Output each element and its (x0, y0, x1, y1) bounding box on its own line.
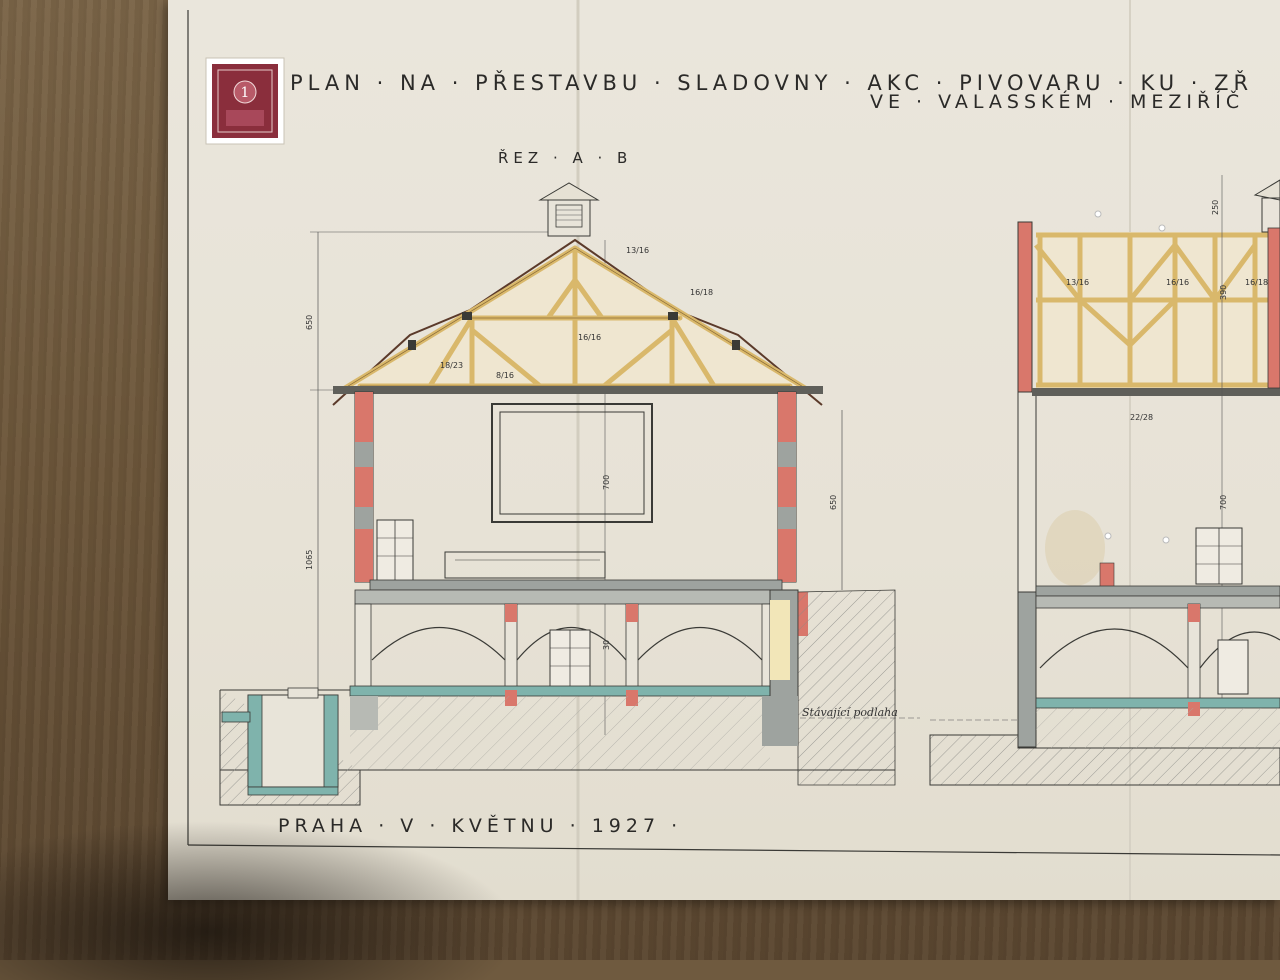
beam-label: 16/18 (1245, 278, 1268, 287)
beam-label: 16/16 (1166, 278, 1189, 287)
dim-base: 30 (602, 640, 611, 650)
beam-label: 16/16 (578, 333, 601, 342)
beam-label: 8/16 (496, 371, 514, 380)
dim-roof-height: 650 (305, 315, 314, 330)
beam-label: 18/23 (440, 361, 463, 370)
plan-title-line-1: PLAN · NA · PŘESTAVBU · SLADOVNY · AKC ·… (290, 70, 1253, 95)
beam-label: 22/28 (1130, 413, 1153, 422)
beam-label: 13/16 (626, 246, 649, 255)
svg-text:1: 1 (241, 85, 250, 101)
architectural-drawing: 1 PLAN · NA · PŘESTAVBU · SLADOVNY · AKC… (187, 0, 1280, 900)
plan-title-line-2: VE · VALASSKÉM · MEZIŘÍČ (870, 89, 1244, 113)
beam-label: 13/16 (1066, 278, 1089, 287)
dim-right-height: 650 (829, 495, 838, 510)
dim-total-height: 1065 (305, 550, 314, 570)
dim-right-ground: 390 (1219, 285, 1228, 300)
frame-line (187, 844, 1280, 856)
beam-label: 16/18 (690, 288, 713, 297)
existing-floor-note: Stávající podlaha (802, 706, 898, 719)
section-label: ŘEZ · A · B (498, 148, 632, 167)
revenue-stamp: 1 (205, 57, 285, 145)
dim-right-roof: 250 (1211, 200, 1220, 215)
dim-ceiling: 700 (602, 475, 611, 490)
section-left: 650 1065 650 700 390 30 280 (219, 182, 920, 806)
section-right: 13/16 16/16 16/18 22/28 250 700 390 (929, 175, 1280, 786)
dim-right-ceiling: 700 (1219, 495, 1228, 510)
footer-place-date: PRAHA · V · KVĚTNU · 1927 · (278, 814, 682, 837)
